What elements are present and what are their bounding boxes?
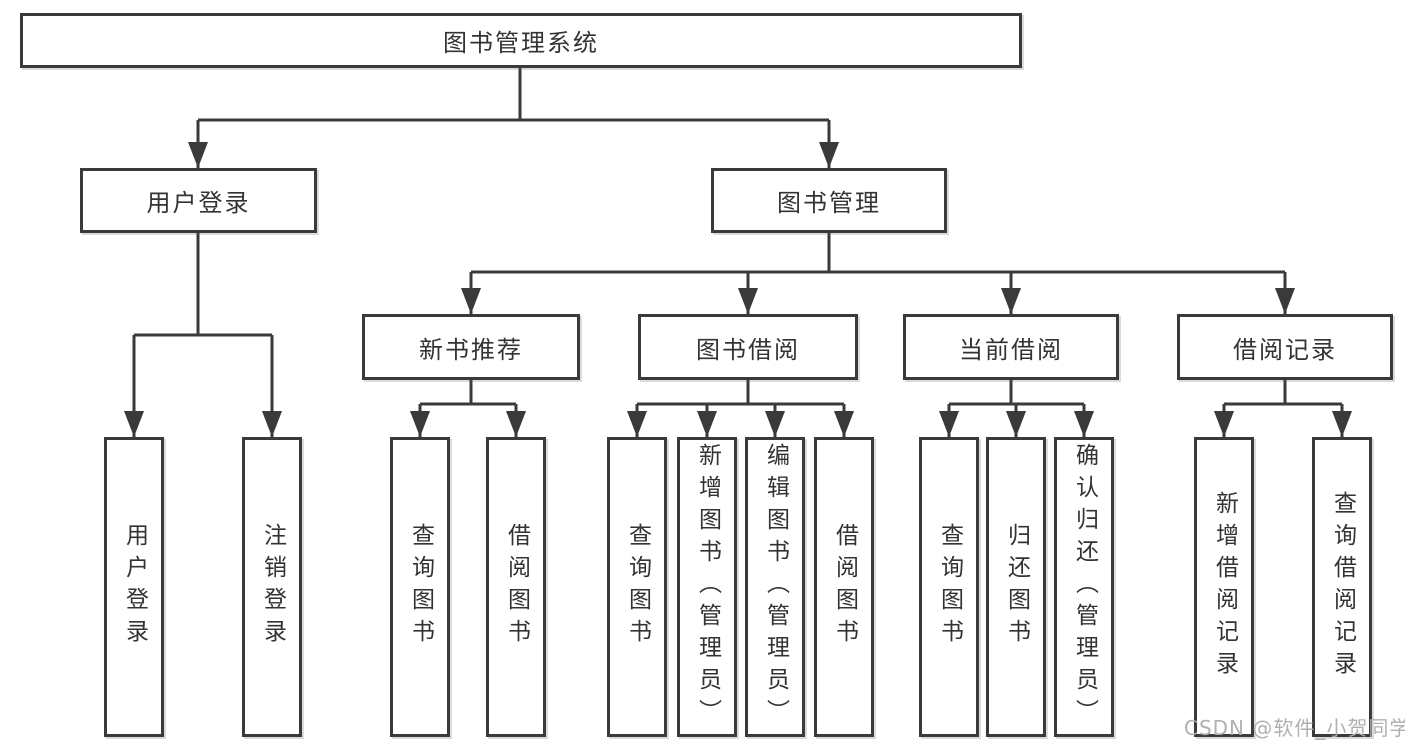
node-user-login: 用户登录 (80, 168, 317, 233)
leaf-query-borrow-record: 查询借阅记录 (1312, 437, 1372, 737)
node-label: 查询借阅记录 (1329, 491, 1356, 683)
node-label: 借阅记录 (1233, 335, 1337, 364)
node-label: 借阅图书 (831, 523, 858, 651)
node-label: 新书推荐 (419, 335, 523, 364)
node-book-management: 图书管理 (711, 168, 947, 233)
leaf-user-login: 用户登录 (104, 437, 164, 737)
leaf-confirm-return-admin: 确认归还（管理员） (1054, 437, 1114, 737)
node-borrowing-records: 借阅记录 (1177, 314, 1393, 380)
node-label: 用户登录 (146, 189, 251, 217)
node-new-book-recommend: 新书推荐 (362, 314, 580, 380)
node-label: 查询图书 (936, 523, 963, 651)
node-label: 编辑图书（管理员） (762, 443, 789, 731)
node-label: 图书管理系统 (443, 29, 599, 57)
leaf-return-books: 归还图书 (986, 437, 1046, 737)
leaf-recommend-borrow-books: 借阅图书 (486, 437, 546, 737)
csdn-watermark: CSDN @软件_小贺同学 (1184, 716, 1405, 740)
node-label: 用户登录 (121, 523, 148, 651)
node-label: 新增图书（管理员） (694, 443, 721, 731)
node-book-borrowing: 图书借阅 (638, 314, 858, 380)
node-label: 注销登录 (259, 523, 286, 651)
node-label: 查询图书 (407, 523, 434, 651)
node-label: 归还图书 (1003, 523, 1030, 651)
node-label: 图书管理 (777, 189, 881, 217)
leaf-add-borrow-record: 新增借阅记录 (1194, 437, 1254, 737)
leaf-edit-books-admin: 编辑图书（管理员） (745, 437, 805, 737)
leaf-add-books-admin: 新增图书（管理员） (677, 437, 737, 737)
node-label: 确认归还（管理员） (1071, 443, 1098, 731)
leaf-recommend-query-books: 查询图书 (390, 437, 450, 737)
node-current-borrowing: 当前借阅 (903, 314, 1119, 380)
node-label: 图书借阅 (696, 335, 800, 364)
leaf-logout: 注销登录 (242, 437, 302, 737)
leaf-borrowing-query-books: 查询图书 (607, 437, 667, 737)
leaf-current-query-books: 查询图书 (919, 437, 979, 737)
node-label: 查询图书 (624, 523, 651, 651)
node-label: 当前借阅 (959, 335, 1063, 364)
node-label: 借阅图书 (503, 523, 530, 651)
leaf-borrowing-borrow-books: 借阅图书 (814, 437, 874, 737)
node-label: 新增借阅记录 (1211, 491, 1238, 683)
node-library-management-system: 图书管理系统 (20, 13, 1022, 68)
